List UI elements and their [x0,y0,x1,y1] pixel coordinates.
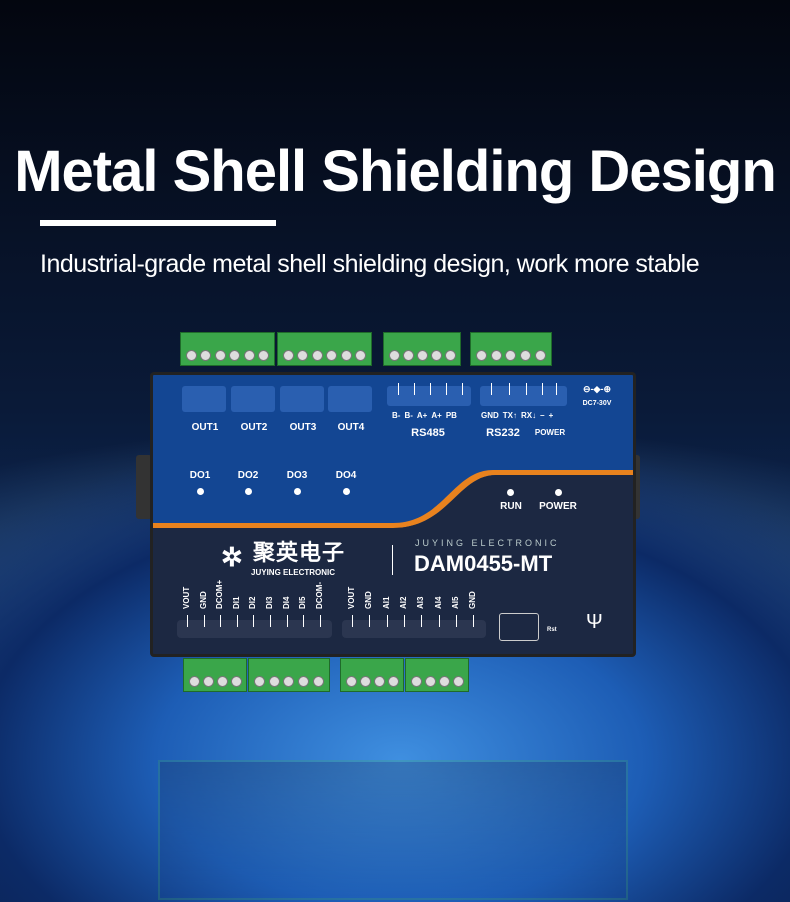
pin-label: DI3 [265,596,274,609]
do-led-label: DO1 [189,470,211,481]
pin-label: DI2 [248,596,258,609]
pin-label: VOUT [182,586,191,609]
mounting-ear [136,455,152,519]
terminal-block [470,332,552,366]
rs485-pin-labels: B- B- A+ A+ PB [392,411,457,421]
pin-marker [473,615,475,627]
terminal-block [383,332,461,366]
terminal-block [183,658,247,692]
headline: Metal Shell Shielding Design [14,139,777,204]
brand-name-en: JUYING ELECTRONIC [251,568,336,577]
pin-label: GND [198,591,208,609]
ethernet-port-icon[interactable] [499,613,539,641]
pin-marker [455,615,457,627]
pin-marker [369,615,371,627]
rs485-pin-strip [387,386,471,406]
pin-label: + [548,411,554,420]
device-reflection [158,760,628,900]
do-led [197,488,204,495]
pin-label: TX↑ [502,411,518,420]
pin-label: DI1 [231,596,241,609]
pin-marker [270,615,271,627]
pin-marker [303,615,305,627]
pin-label: DI5 [298,596,308,609]
pin-label: AI1 [381,596,391,609]
pin-marker [286,615,288,627]
ai-pin-strip [342,620,486,638]
pin-label: GND [364,591,374,609]
do-led-label: DO3 [286,470,308,481]
terminal-block [340,658,404,692]
pin-label: GND [481,411,499,420]
relay-label: OUT3 [289,422,317,433]
do-led-label: DO2 [237,470,259,481]
terminal-block [248,658,330,692]
subheadline: Industrial-grade metal shell shielding d… [40,250,700,278]
terminal-block [405,658,469,692]
pin-marker [253,615,255,627]
pin-label: AI2 [398,596,408,609]
do-led-label: DO4 [335,470,357,481]
run-led [507,489,514,496]
terminal-block [277,332,372,366]
brand-logo-icon: ✲ [221,542,243,572]
pin-marker [319,615,321,627]
pin-label: – [540,411,545,420]
pin-marker [403,615,405,627]
dc-voltage-label: DC7-30V [582,400,612,407]
device-body: OUT1 OUT2 OUT3 OUT4 B- B- A+ A+ PB RS485… [150,372,636,657]
pin-label: DCOM- [314,581,324,609]
pin-label: A+ [431,411,442,420]
power-terminal-label: POWER [534,428,566,437]
pin-label: AI4 [433,596,443,609]
rs485-label: RS485 [411,427,445,439]
divider [392,545,393,575]
pin-label: B- [404,411,413,420]
pin-marker [352,615,353,627]
dc-jack-icon: ⊖-◆-⊕ [583,384,611,394]
title-underline [40,220,276,226]
do-led [294,488,301,495]
pin-label: B- [392,411,401,420]
pin-label: A+ [416,411,428,420]
reset-label: Rst [547,627,557,633]
relay-label: OUT4 [337,422,365,433]
pin-marker [386,615,388,627]
relay-symbol [328,386,372,412]
pin-label: VOUT [347,586,356,609]
relay-label: OUT2 [240,422,268,433]
pin-label: AI3 [416,596,426,609]
pin-marker [203,615,205,627]
pin-marker [421,615,423,627]
pin-label: GND [468,591,478,609]
run-label: RUN [500,501,522,512]
pin-label: DCOM+ [215,579,225,609]
antenna-icon: Ψ [586,611,603,633]
rs232-label: RS232 [486,427,520,439]
pin-marker [236,615,238,627]
rs232-pin-strip [480,386,567,406]
pin-label: RX↓ [521,411,537,420]
do-led [245,488,252,495]
power-led [555,489,562,496]
pin-marker [187,615,188,627]
pin-marker [220,615,222,627]
model-number: DAM0455-MT [414,551,553,576]
brand-name-cn: 聚英电子 [253,540,346,565]
power-label: POWER [539,501,577,512]
terminal-block [180,332,275,366]
relay-label: OUT1 [191,422,219,433]
rs232-pin-labels: GND TX↑ RX↓ – + [481,411,554,421]
do-led [343,488,350,495]
pin-label: PB [445,411,457,420]
pin-marker [438,615,440,627]
pin-label: AI5 [450,596,460,609]
relay-symbol [280,386,324,412]
relay-symbol [231,386,275,412]
pin-label: DI4 [281,596,291,609]
relay-symbol [182,386,226,412]
di-pin-strip [177,620,332,638]
brand-subtitle: JUYING ELECTRONIC [415,538,560,548]
